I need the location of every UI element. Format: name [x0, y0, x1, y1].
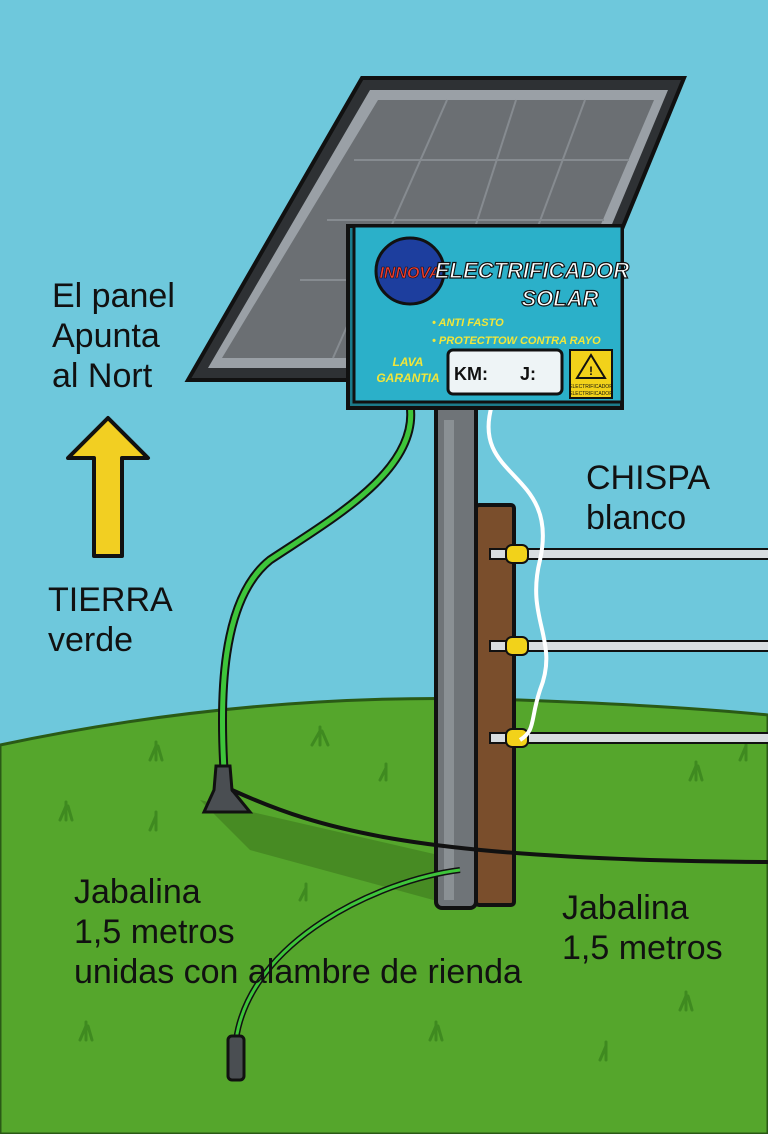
chispa-label: CHISPA blanco — [586, 458, 710, 538]
jabalina-left-line1: Jabalina — [74, 873, 201, 911]
tierra-label: TIERRA verde — [48, 580, 173, 660]
chispa-label-line1: CHISPA — [586, 459, 711, 497]
chispa-label-line2: blanco — [586, 499, 687, 537]
fence-wires — [489, 548, 768, 744]
jabalina-left-label: Jabalina 1,5 metros unidas con alambre d… — [74, 872, 522, 992]
feature-proteccion-rayo: • PROTECTTOW CONTRA RAYO — [432, 335, 601, 347]
warning-icon — [575, 353, 607, 379]
grass-tufts — [58, 725, 748, 1062]
jabalina-left-line2: 1,5 metros — [74, 913, 235, 951]
innova-logo — [374, 236, 446, 306]
panel-label-line1: El panel — [52, 277, 175, 315]
insulators — [505, 544, 529, 748]
jabalina-right-line1: Jabalina — [562, 889, 689, 927]
steel-post — [434, 398, 478, 910]
north-arrow-icon — [66, 416, 150, 558]
ground-rod-left — [226, 1034, 246, 1082]
ground-funnel — [201, 764, 254, 814]
jabalina-left-line3: unidas con alambre de rienda — [74, 953, 522, 991]
svg-text:!: ! — [589, 364, 593, 378]
left-label-line2: GARANTIA — [376, 371, 439, 385]
spark-wire-white — [486, 404, 549, 742]
left-label-line1: LAVA — [393, 355, 424, 369]
wooden-post — [474, 503, 516, 907]
display-km: KM: — [454, 364, 488, 384]
panel-label-line3: al Nort — [52, 357, 153, 395]
ground-cable-black — [231, 788, 768, 864]
panel-direction-label: El panel Apunta al Nort — [52, 276, 175, 396]
feature-anti-fasto: • ANTI FASTO — [432, 317, 504, 329]
display-j: J: — [520, 364, 536, 384]
display-screen — [446, 348, 564, 396]
device-title-line2: SOLAR — [522, 286, 599, 311]
warning-text-line1: ELECTRIFICADOR — [569, 384, 613, 390]
tierra-label-line1: TIERRA — [48, 581, 173, 619]
panel-label-line2: Apunta — [52, 317, 160, 355]
jabalina-right-label: Jabalina 1,5 metros — [562, 888, 723, 968]
jabalina-right-line2: 1,5 metros — [562, 929, 723, 967]
innova-logo-text: INNOVA — [379, 265, 440, 282]
tierra-label-line2: verde — [48, 621, 134, 659]
warning-text-line2: ELECTRIFICADOR — [569, 391, 613, 397]
device-title-line1: ELECTRIFICADOR — [435, 258, 629, 283]
electrifier-box: INNOVA ELECTRIFICADOR SOLAR • ANTI FASTO… — [346, 224, 630, 410]
